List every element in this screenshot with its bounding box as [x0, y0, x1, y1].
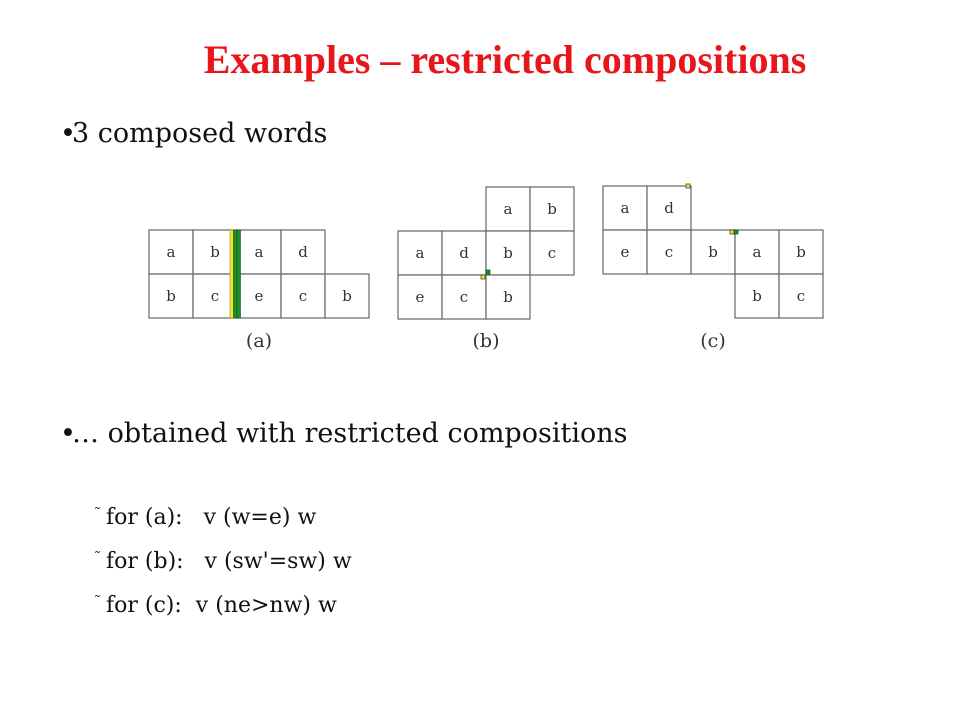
cell-letter: b	[796, 243, 806, 261]
panel-b-join-marker	[480, 269, 491, 280]
panel-c-join-marker	[685, 183, 739, 235]
cell-letter: a	[753, 243, 762, 261]
cell-letter: a	[621, 199, 630, 217]
cell-letter: b	[547, 200, 557, 218]
composition-expr: v (sw'=sw) w	[204, 549, 352, 574]
panel-c: a d e c b a b b c (c)	[602, 183, 824, 352]
cell-letter: a	[255, 243, 264, 261]
composition-expr: v (w=e) w	[203, 505, 317, 530]
slide-title: Examples – restricted compositions	[203, 37, 807, 82]
cell-letter: e	[255, 287, 264, 305]
cell-letter: a	[416, 244, 425, 262]
cell	[192, 229, 238, 275]
composition-expr: v (ne>nw) w	[195, 593, 337, 618]
cell-letter: e	[416, 288, 425, 306]
panel-b-right-word: a b b c b	[485, 186, 575, 320]
cell	[485, 230, 531, 276]
panel-a-join-marker	[229, 229, 241, 319]
composition-label: for (c):	[106, 593, 182, 618]
sub-marker: ˜	[94, 550, 101, 566]
cell	[148, 273, 194, 319]
cell	[397, 274, 443, 320]
cell-letter: b	[503, 244, 513, 262]
panel-b-caption: (b)	[473, 330, 500, 352]
bullet-text: … obtained with restricted compositions	[72, 418, 628, 449]
cell-letter: b	[166, 287, 176, 305]
cell	[602, 185, 648, 231]
panel-c-right-word: a b b c	[734, 229, 824, 319]
cell	[602, 229, 648, 275]
composition-c: ˜ for (c): v (ne>nw) w	[94, 582, 352, 626]
sub-marker: ˜	[94, 506, 101, 522]
cell	[646, 229, 692, 275]
cell	[778, 273, 824, 319]
cell-letter: c	[460, 288, 468, 306]
cell	[485, 274, 531, 320]
bullet-marker: •	[60, 118, 76, 149]
panel-a-left-word: a b b c	[148, 229, 238, 319]
panel-a-right-word: a d e c b	[236, 229, 370, 319]
cell-letter: d	[664, 199, 674, 217]
composition-list: ˜ for (a): v (w=e) w ˜ for (b): v (sw'=sw)…	[94, 494, 352, 626]
cell-letter: b	[752, 287, 762, 305]
bullet-marker: •	[60, 418, 76, 449]
panel-a: a b b c a d e c b (a)	[148, 229, 370, 352]
cell	[324, 273, 370, 319]
cell-letter: b	[708, 243, 718, 261]
cell-letter: c	[548, 244, 556, 262]
bullet-composed-words: •3 composed words	[60, 118, 327, 149]
bullet-restricted-compositions: •… obtained with restricted compositions	[60, 418, 627, 449]
cell	[778, 229, 824, 275]
cell-letter: c	[797, 287, 805, 305]
cell-letter: c	[211, 287, 219, 305]
panel-c-left-word: a d e c b	[602, 185, 736, 275]
cell-letter: e	[621, 243, 630, 261]
panel-b: a d e c a b b c b (b)	[397, 186, 575, 352]
cell-letter: a	[167, 243, 176, 261]
bullet-text: 3 composed words	[72, 118, 328, 149]
composition-label: for (a):	[106, 505, 183, 530]
composition-a: ˜ for (a): v (w=e) w	[94, 494, 352, 538]
cell	[236, 273, 282, 319]
cell	[529, 230, 575, 276]
composition-label: for (b):	[106, 549, 184, 574]
cell-letter: c	[665, 243, 673, 261]
sub-marker: ˜	[94, 594, 101, 610]
cell	[397, 230, 443, 276]
cell	[690, 229, 736, 275]
cell-letter: b	[342, 287, 352, 305]
composition-b: ˜ for (b): v (sw'=sw) w	[94, 538, 352, 582]
cell-letter: d	[459, 244, 469, 262]
cell-letter: d	[298, 243, 308, 261]
cell-letter: a	[504, 200, 513, 218]
cell	[734, 229, 780, 275]
panel-c-caption: (c)	[700, 330, 725, 352]
cell-letter: b	[503, 288, 513, 306]
cell-letter: c	[299, 287, 307, 305]
cell	[192, 273, 238, 319]
cell-letter: b	[210, 243, 220, 261]
panel-b-left-word: a d e c	[397, 230, 487, 320]
cell	[441, 274, 487, 320]
cell	[734, 273, 780, 319]
panel-a-caption: (a)	[246, 330, 272, 352]
